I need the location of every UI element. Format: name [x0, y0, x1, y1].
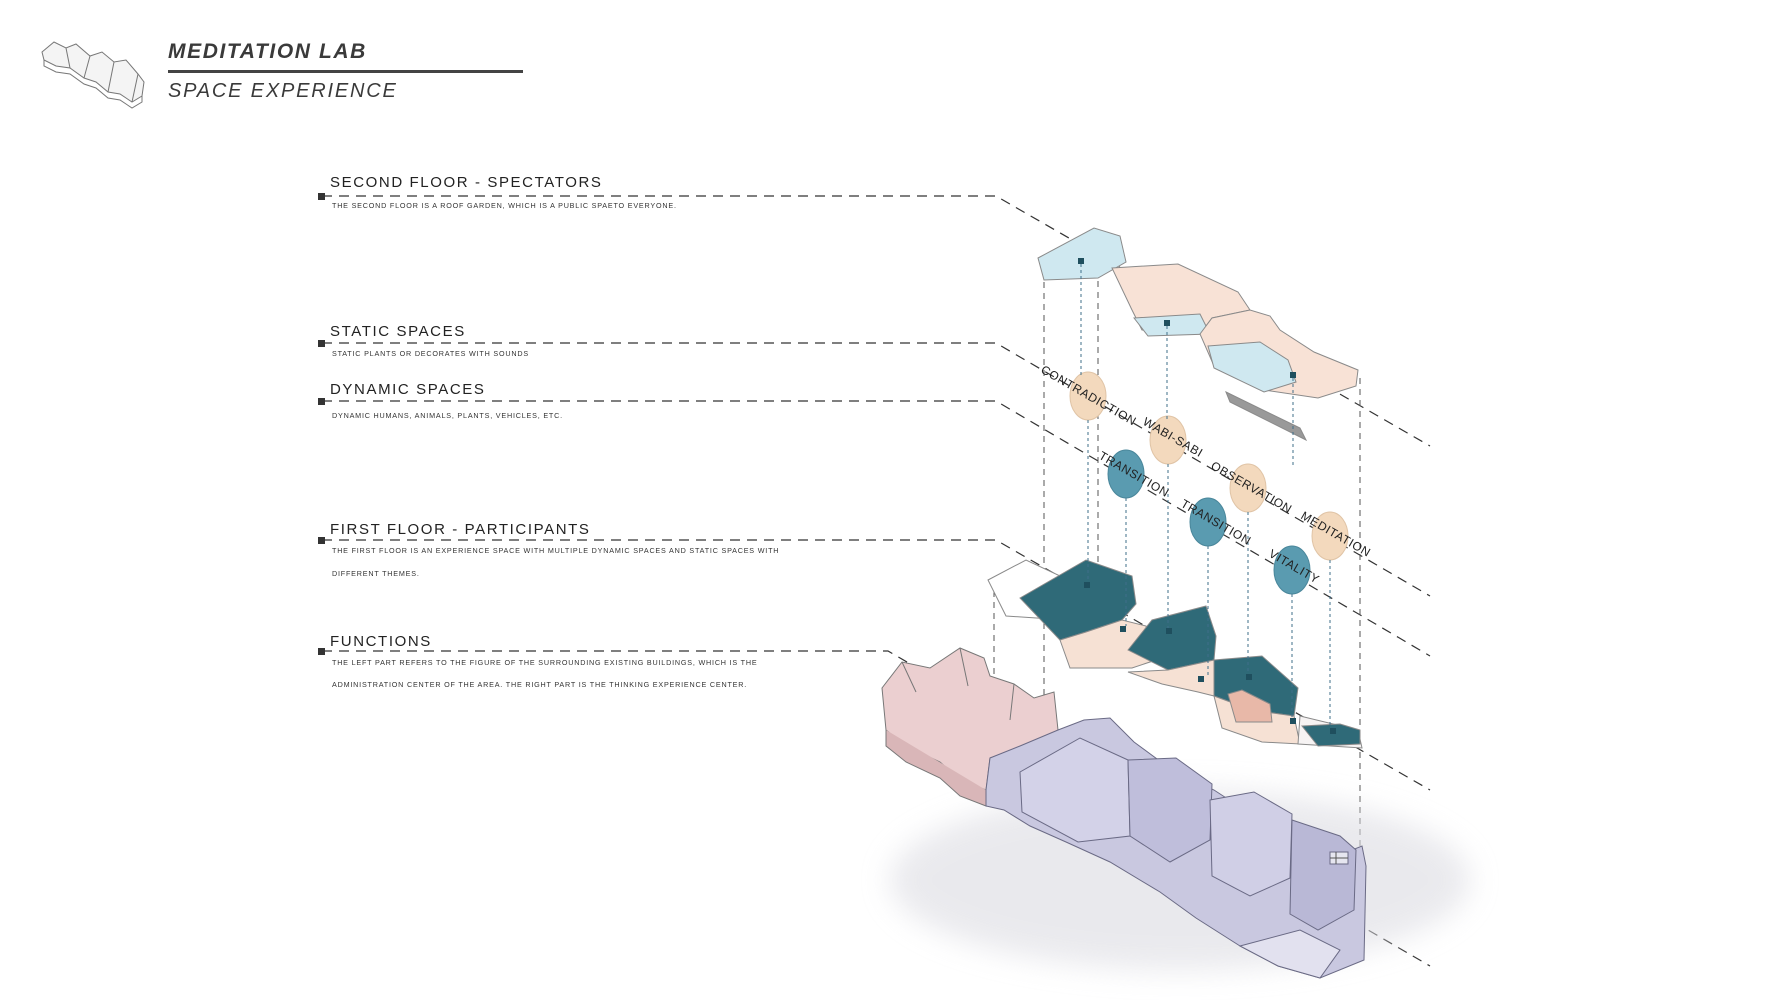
desc-functions-line2: ADMINISTRATION CENTER OF THE AREA. THE R… — [332, 680, 748, 689]
marker-first-floor — [318, 537, 325, 544]
roof-garden-plates — [1037, 227, 1359, 442]
building-thumbnail-icon — [41, 41, 145, 109]
leader-functions — [322, 650, 1431, 967]
page-title: MEDITATION LAB — [168, 40, 367, 63]
desc-dynamic-spaces: DYNAMIC HUMANS, ANIMALS, PLANTS, VEHICLE… — [332, 411, 563, 420]
dynamic-space-ellipses — [1107, 449, 1311, 595]
desc-functions-line1: THE LEFT PART REFERS TO THE FIGURE OF TH… — [332, 658, 758, 667]
marker-static-spaces — [318, 340, 325, 347]
marker-dynamic-spaces — [318, 398, 325, 405]
desc-first-floor-line1: THE FIRST FLOOR IS AN EXPERIENCE SPACE W… — [332, 546, 780, 555]
label-dynamic-spaces: DYNAMIC SPACES — [330, 381, 486, 398]
roof-markers — [1078, 258, 1296, 378]
marker-second-floor — [318, 193, 325, 200]
leader-markers — [318, 193, 325, 655]
leader-static-spaces — [322, 342, 1431, 597]
first-floor-plates — [987, 559, 1363, 749]
new-experience-center — [985, 717, 1367, 979]
leader-dynamic-spaces — [322, 400, 1431, 657]
desc-static-spaces: STATIC PLANTS OR DECORATES WITH SOUNDS — [332, 349, 529, 358]
static-space-ellipses — [1069, 371, 1349, 561]
desc-first-floor-line2: DIFFERENT THEMES. — [332, 569, 420, 578]
label-first-floor: FIRST FLOOR - PARTICIPANTS — [330, 521, 591, 538]
roof-drop-lines — [1080, 264, 1294, 468]
title-underline — [168, 70, 523, 73]
projection-lines — [993, 248, 1361, 860]
desc-second-floor: THE SECOND FLOOR IS A ROOF GARDEN, WHICH… — [332, 201, 677, 210]
page-subtitle: SPACE EXPERIENCE — [168, 80, 398, 102]
marker-functions — [318, 648, 325, 655]
label-static-spaces: STATIC SPACES — [330, 323, 466, 340]
label-second-floor: SECOND FLOOR - SPECTATORS — [330, 174, 603, 191]
first-floor-markers — [1084, 582, 1336, 734]
label-functions: FUNCTIONS — [330, 633, 432, 650]
theme-drop-lines — [1087, 420, 1331, 728]
